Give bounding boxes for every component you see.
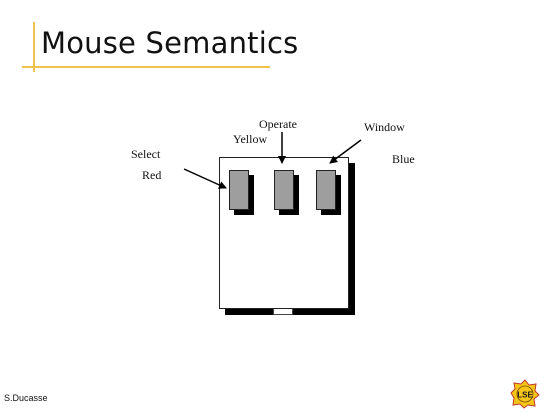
label-red: Red xyxy=(142,168,162,182)
mouse-cable xyxy=(273,309,293,315)
operate-button xyxy=(274,170,294,210)
label-blue: Blue xyxy=(392,152,415,166)
label-yellow: Yellow xyxy=(233,132,268,146)
lse-logo-text: LSE xyxy=(517,391,533,400)
slide-title: Mouse Semantics xyxy=(41,26,299,60)
title-accent-horizontal-line xyxy=(22,66,270,68)
label-operate: Operate xyxy=(259,117,297,131)
label-select: Select xyxy=(131,147,161,161)
window-button xyxy=(316,170,336,210)
title-accent-vertical-line xyxy=(33,22,35,72)
footer-author: S.Ducasse xyxy=(4,393,48,403)
lse-logo-icon: LSE xyxy=(510,379,540,409)
select-button xyxy=(229,170,249,210)
label-window: Window xyxy=(364,120,405,134)
